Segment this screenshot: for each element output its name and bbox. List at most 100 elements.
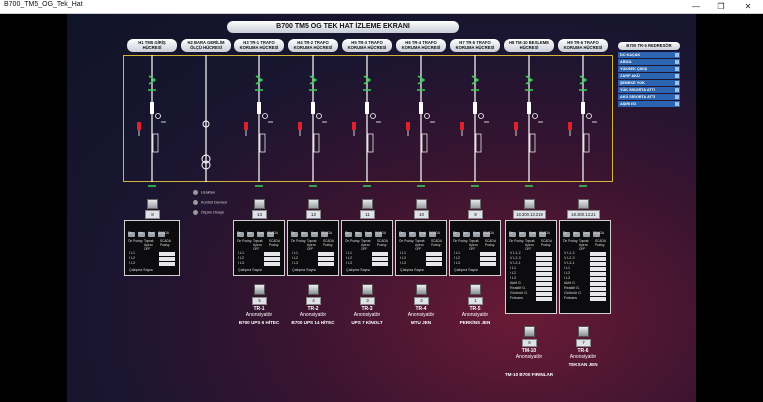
status-indicator-icon (158, 232, 165, 237)
ct-icon (532, 113, 538, 119)
feeder-name: TM-10 (521, 348, 537, 354)
ct-icon (370, 113, 376, 119)
left-margin (0, 14, 67, 402)
measurement-value-field (480, 252, 496, 256)
annunciator-icon[interactable] (524, 326, 535, 337)
cell-number-box: 12 (306, 210, 321, 219)
cell-number-box: 13 (252, 210, 267, 219)
annunciator-icon[interactable] (308, 284, 319, 295)
feeder-detail-icon[interactable] (308, 199, 319, 209)
alarm-indicator-icon (675, 95, 679, 99)
panel-button-label: Ön (345, 231, 350, 235)
annunciator-icon[interactable] (470, 284, 481, 295)
panel-status-label: Ön Pozisy. (399, 239, 415, 243)
legend-remote: Uzaktan (193, 190, 215, 195)
minimize-button[interactable]: — (692, 2, 700, 11)
feeder-role: Anonsiyatör (407, 312, 435, 318)
annunciator-icon[interactable] (416, 284, 427, 295)
annunciator-icon[interactable] (578, 326, 589, 337)
feeder-detail-icon[interactable] (362, 199, 373, 209)
status-indicator-icon (429, 232, 436, 237)
window-title: B700_TM5_OG_Tek_Hat (4, 1, 83, 8)
measurement-label: I L1 (400, 251, 406, 255)
status-indicator-icon (257, 232, 264, 237)
measurement-value-field (536, 277, 552, 281)
close-button[interactable]: ✕ (744, 2, 752, 11)
status-indicator-icon (365, 232, 372, 237)
measurement-label: I L3 (346, 261, 352, 265)
panel-button-label: Izin (463, 231, 468, 235)
feeder-detail-icon[interactable] (416, 199, 427, 209)
circuit-breaker-icon (581, 102, 585, 114)
measurement-value-field (426, 262, 442, 266)
alarm-indicator-icon (675, 81, 679, 85)
measurement-label: I L2 (346, 256, 352, 260)
panel-status-label: Toprak Ayırıcı OFF (415, 239, 425, 251)
measurement-value-field (536, 292, 552, 296)
panel-button-label: Ön (237, 231, 242, 235)
measurement-value-field (590, 252, 606, 256)
legend-dot-icon (193, 200, 198, 205)
rectifier-alarm-row: ZAYIF AKÜ (618, 73, 680, 79)
cell-number-box: 10 (414, 210, 429, 219)
status-indicator-icon (247, 232, 254, 237)
feeder-detail-icon[interactable] (578, 199, 589, 209)
operation-counter-label: Çalışma Sayısı (238, 268, 263, 272)
status-indicator-icon (128, 232, 135, 237)
annunciator-icon[interactable] (254, 284, 265, 295)
maximize-button[interactable]: ❐ (717, 2, 725, 11)
measurement-label: I L3 (400, 261, 406, 265)
status-indicator-icon (148, 232, 155, 237)
rectifier-alarm-row: AŞIRI ISI (618, 101, 680, 107)
feeder-detail-icon[interactable] (470, 199, 481, 209)
status-indicator-icon (483, 232, 490, 237)
feeder-detail-icon[interactable] (524, 199, 535, 209)
panel-status-label: SCADA Pozisy. (541, 239, 552, 247)
cell-number-box: 8 (145, 210, 160, 219)
feeder-role: Anonsiyatör (353, 312, 381, 318)
measurement-label: I L2 (292, 256, 298, 260)
panel-button-label: SCADA (375, 231, 386, 235)
measurement-label: Reaktif G. (510, 286, 526, 290)
cable-box-icon (583, 133, 590, 153)
panel-status-label: SCADA Pozisy. (431, 239, 442, 247)
measurement-value-field (159, 257, 175, 261)
cell-number-box: 9 (468, 210, 483, 219)
rectifier-alarm-row: ARIZA (618, 59, 680, 65)
measurement-value-field (536, 282, 552, 286)
feeder-detail-icon[interactable] (147, 199, 158, 209)
earth-switch-icon (137, 122, 141, 130)
panel-status-label: Toprak Ayırıcı OFF (579, 239, 589, 251)
panel-button-label: SCADA (158, 231, 169, 235)
feeder-detail-icon[interactable] (254, 199, 265, 209)
measurement-value-field (372, 257, 388, 261)
measurement-label: Görünür G. (510, 291, 528, 295)
cable-box-icon (259, 133, 266, 153)
measurement-value-field (590, 262, 606, 266)
measurement-label: Aktif G. (510, 281, 522, 285)
measurement-label: Reaktif G. (564, 286, 580, 290)
status-indicator-icon (509, 232, 516, 237)
panel-status-label: Toprak Ayırıcı OFF (525, 239, 535, 251)
status-indicator-icon (301, 232, 308, 237)
panel-button-label: Izin (138, 231, 143, 235)
panel-status-label: SCADA Pozisy. (269, 239, 280, 247)
earth-switch-icon (406, 122, 410, 130)
annunciator-icon[interactable] (362, 284, 373, 295)
screen-title: B700 TM5 OG TEK HAT İZLEME EKRANI (227, 21, 459, 33)
legend-dot-icon (193, 210, 198, 215)
vt-icon (201, 154, 211, 164)
measurement-value-field (264, 257, 280, 261)
measurement-label: Görünür G. (564, 291, 582, 295)
feeder-role: Anonsiyatör (245, 312, 273, 318)
